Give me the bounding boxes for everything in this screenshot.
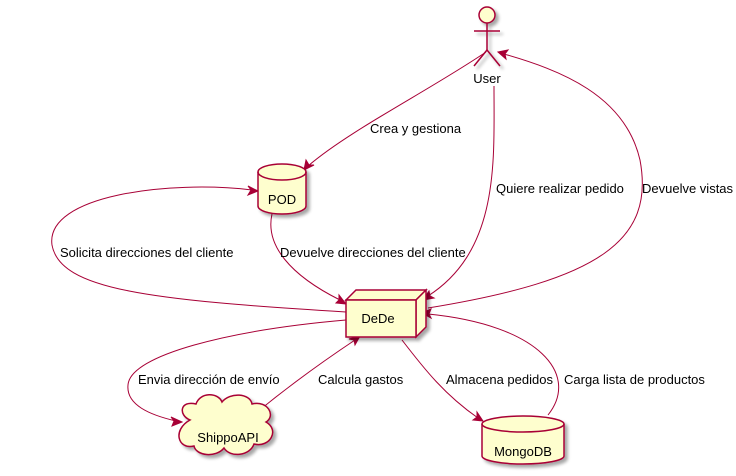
edge-pod-to-dede: Devuelve direcciones del cliente [270,213,466,305]
edge-label-mongodb-dede: Carga lista de productos [564,372,705,387]
database-icon [257,163,307,215]
edge-dede-to-pod: Solicita direcciones del cliente [51,185,347,313]
dede-node: DeDe [344,288,428,339]
edge-dede-to-mongodb: Almacena pedidos [401,339,553,422]
shippo-node: ShippoAPI [178,394,274,456]
user-label: User [473,71,501,86]
pod-node: POD [257,163,307,215]
database-icon [481,415,565,465]
edge-shippo-to-dede: Calcula gastos [255,335,404,414]
mongodb-node: MongoDB [481,415,565,465]
edge-label-dede-mongodb: Almacena pedidos [446,372,553,387]
node-box-icon [344,288,428,339]
user-actor: User [473,6,501,86]
edge-label-dede-user: Devuelve vistas [642,181,734,196]
edge-label-user-dede: Quiere realizar pedido [496,181,624,196]
edge-dede-to-user: Devuelve vistas [427,49,734,309]
edge-dede-to-shippo: Envia dirección de envío [127,319,347,427]
edge-user-to-pod: Crea y gestiona [303,51,487,171]
edge-label-shippo-dede: Calcula gastos [318,372,404,387]
edge-label-dede-shippo: Envia dirección de envío [138,372,280,387]
cloud-icon [178,394,274,456]
edge-user-to-dede: Quiere realizar pedido [421,85,624,301]
edge-label-pod-dede: Devuelve direcciones del cliente [280,245,466,260]
dede-label: DeDe [361,311,394,326]
pod-label: POD [268,192,296,207]
edge-label-user-pod: Crea y gestiona [370,121,462,136]
stick-figure-icon [473,6,501,67]
shippo-label: ShippoAPI [197,430,258,445]
mongodb-label: MongoDB [494,444,552,459]
edge-mongodb-to-dede: Carga lista de productos [420,308,705,416]
edge-label-dede-pod: Solicita direcciones del cliente [60,245,233,260]
